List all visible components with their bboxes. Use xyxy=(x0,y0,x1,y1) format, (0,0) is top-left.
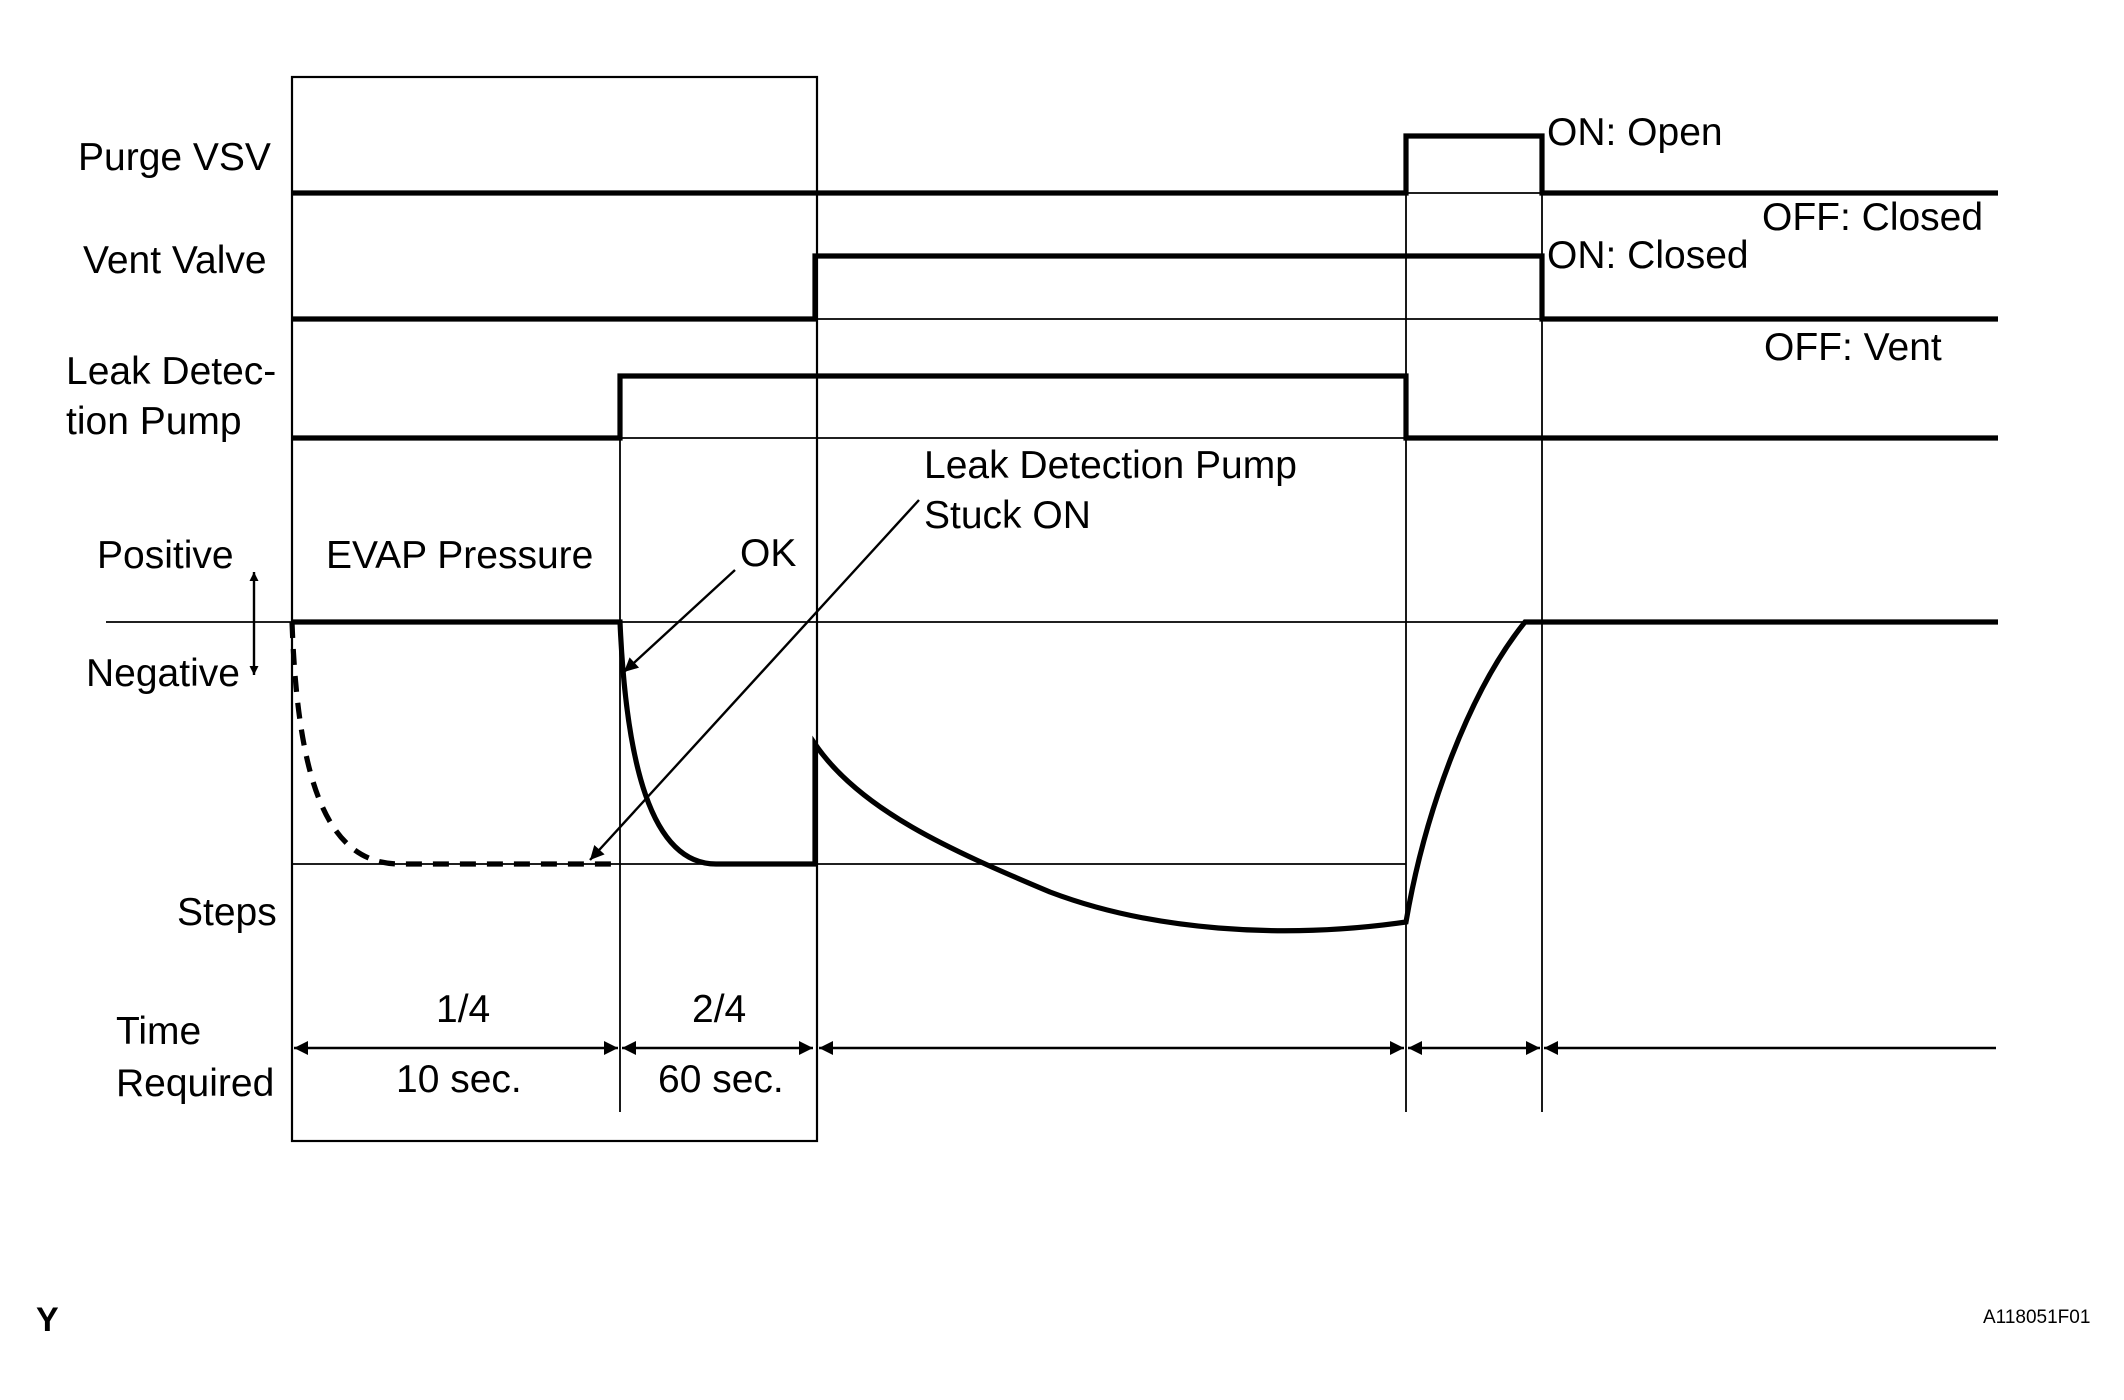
vent-on-label: ON: Closed xyxy=(1547,234,1749,277)
figure-code: A118051F01 xyxy=(1983,1307,2090,1328)
time-label-line1: Time xyxy=(116,1010,201,1053)
time-2-label: 60 sec. xyxy=(658,1058,784,1101)
pump-waveform xyxy=(292,373,1998,441)
steps-label: Steps xyxy=(177,891,277,934)
time-1-label: 10 sec. xyxy=(396,1058,522,1101)
vent-valve-waveform xyxy=(292,253,1998,322)
time-label-line2: Required xyxy=(116,1062,274,1105)
purge-vsv-waveform xyxy=(292,133,1998,196)
pressure-normal-curve xyxy=(292,619,1998,934)
negative-label: Negative xyxy=(86,652,240,695)
step-1-label: 1/4 xyxy=(436,988,490,1031)
ok-leader-arrow xyxy=(623,569,736,673)
time-gridlines xyxy=(619,136,1543,1112)
purge-on-label: ON: Open xyxy=(1547,111,1723,154)
stuck-on-leader-arrow xyxy=(589,499,920,861)
ok-label: OK xyxy=(740,532,796,575)
vent-valve-label: Vent Valve xyxy=(83,239,267,282)
stuck-on-label-line1: Leak Detection Pump xyxy=(924,444,1297,487)
purge-vsv-label: Purge VSV xyxy=(78,136,271,179)
pump-label-line1: Leak Detec- xyxy=(66,350,276,393)
evap-pressure-title: EVAP Pressure xyxy=(326,534,593,577)
pressure-stuck-on-curve xyxy=(289,621,620,867)
steps-frame xyxy=(290,75,819,1143)
vent-off-label: OFF: Vent xyxy=(1764,326,1942,369)
pump-label-line2: tion Pump xyxy=(66,400,242,443)
corner-mark: Y xyxy=(36,1301,59,1339)
step-2-label: 2/4 xyxy=(692,988,746,1031)
stuck-on-label-line2: Stuck ON xyxy=(924,494,1091,537)
purge-off-label: OFF: Closed xyxy=(1762,196,1983,239)
positive-label: Positive xyxy=(97,534,234,577)
